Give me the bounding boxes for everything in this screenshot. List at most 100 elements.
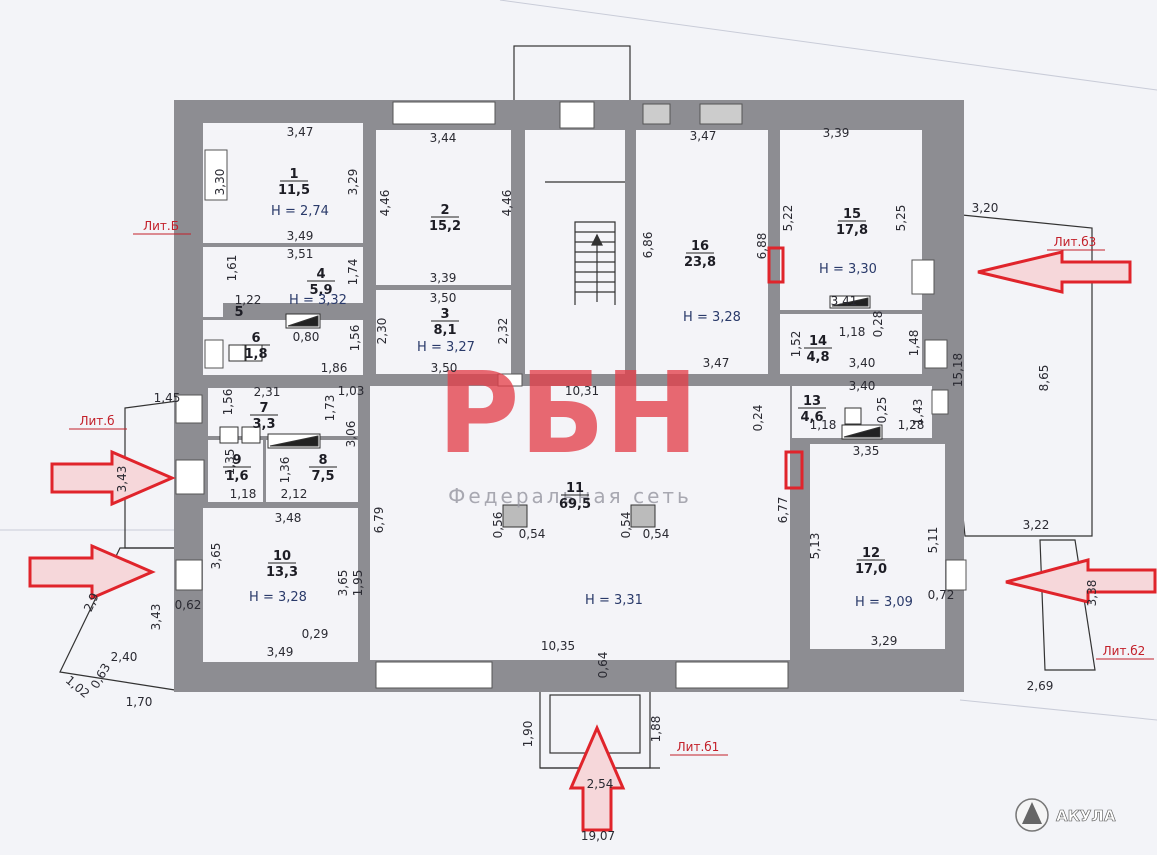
windows: [175, 101, 967, 689]
dimension-label: 2,12: [281, 487, 308, 501]
dimension-label: 2,30: [375, 318, 389, 345]
dimension-label: 4,46: [378, 190, 392, 217]
dimension-label: 3,50: [431, 361, 458, 375]
room-area: 23,8: [684, 255, 716, 270]
dimension-label: 1,86: [321, 361, 348, 375]
highlights: [767, 246, 804, 490]
dimension-label: 5,25: [894, 205, 908, 232]
dimension-label: 0,62: [175, 598, 202, 612]
dimension-label: 1,70: [126, 695, 153, 709]
room-number: 10: [273, 549, 291, 564]
dimension-label: 2,31: [254, 385, 281, 399]
dimension-label: 1,35: [223, 449, 237, 476]
dimension-label: 3,43: [115, 466, 129, 493]
dimension-label: 3,22: [1023, 518, 1050, 532]
dimension-label: 0,28: [871, 311, 885, 338]
dimension-label: 3,47: [287, 125, 314, 139]
dimension-label: 3,48: [275, 511, 302, 525]
wing-label: Лит.б1: [677, 740, 720, 754]
room-number: 15: [843, 207, 861, 222]
room-height: Н = 3,30: [819, 262, 877, 277]
room-number: 8: [318, 453, 327, 468]
dimension-label: 1,52: [789, 331, 803, 358]
arrow-up-south-icon: [568, 724, 626, 832]
fixtures: [219, 295, 883, 528]
dimension-label: 2,40: [111, 650, 138, 664]
room-area: 11,5: [278, 183, 310, 198]
wing-label: Лит.б: [79, 414, 114, 428]
dimension-label: 1,43: [911, 399, 925, 426]
dimension-label: 6,79: [372, 507, 386, 534]
wing-label: Лит.б3: [1054, 235, 1097, 249]
dimension-label: 6,88: [755, 233, 769, 260]
background-lines: [0, 0, 1157, 721]
dimension-label: 1,18: [810, 418, 837, 432]
room-area: 17,0: [855, 562, 887, 577]
wing-label: Лит.Б: [143, 219, 179, 233]
dimension-label: 3,35: [853, 444, 880, 458]
dimension-label: 3,38: [1085, 580, 1099, 607]
staircase: [545, 181, 625, 305]
dimension-label: 1,61: [225, 255, 239, 282]
wing-label: Лит.б2: [1103, 644, 1146, 658]
dimension-label: 3,30: [213, 169, 227, 196]
dimension-label: 0,64: [596, 652, 610, 679]
dimension-label: 2,69: [1027, 679, 1054, 693]
dimension-label: 1,74: [346, 259, 360, 286]
room-height: Н = 2,74: [271, 204, 329, 219]
dimension-label: 1,90: [521, 721, 535, 748]
dimension-label: 3,49: [287, 229, 314, 243]
room-height: Н = 3,28: [249, 590, 307, 605]
dimension-label: 3,47: [703, 356, 730, 370]
dimension-label: 0,29: [302, 627, 329, 641]
dimension-label: 1,36: [278, 457, 292, 484]
room-area: 4,8: [806, 350, 829, 365]
red-arrows: [28, 250, 1157, 832]
dimension-label: 3,44: [430, 131, 457, 145]
dimension-label: 3,20: [972, 201, 999, 215]
room-area: 1,6: [225, 469, 248, 484]
room-height: Н = 3,31: [585, 593, 643, 608]
dimension-label: 3,40: [849, 379, 876, 393]
dimension-label: 0,24: [751, 405, 765, 432]
dimension-label: 5,11: [926, 527, 940, 554]
rooms: [203, 123, 945, 662]
dimension-label: 1,18: [839, 325, 866, 339]
room-number: 12: [862, 546, 880, 561]
dimension-label: 5,22: [781, 205, 795, 232]
room-number: 16: [691, 239, 709, 254]
room-number: 14: [809, 334, 827, 349]
dimension-label: 3,65: [209, 543, 223, 570]
room-number: 6: [251, 331, 260, 346]
arrow-left-east-lower-icon: [1005, 558, 1157, 604]
dimension-label: 1,18: [230, 487, 257, 501]
arrow-left-east-upper-icon: [977, 250, 1132, 294]
room-area: 3,3: [252, 417, 275, 432]
dimension-label: 3,39: [823, 126, 850, 140]
room-height: Н = 3,32: [289, 293, 347, 308]
room-number: 1: [289, 167, 298, 182]
room-area: 8,1: [433, 323, 456, 338]
dimension-label: 1,48: [907, 330, 921, 357]
dimension-label: 1,95: [351, 570, 365, 597]
dimension-label: 0,72: [928, 588, 955, 602]
room-number: 9: [232, 453, 241, 468]
dimension-label: 3,49: [267, 645, 294, 659]
room-area: 69,5: [559, 497, 591, 512]
dimension-label: 1,28: [898, 418, 925, 432]
dimension-label: 15,18: [951, 353, 965, 387]
dimension-label: 1,45: [154, 391, 181, 405]
dimension-label: 3,40: [849, 356, 876, 370]
arrow-right-west-upper-icon: [50, 449, 176, 507]
dimension-label: 3,51: [287, 247, 314, 261]
dimension-label: 3,29: [871, 634, 898, 648]
dimension-label: 1,73: [323, 395, 337, 422]
room-area: 7,5: [311, 469, 334, 484]
room-number: 11: [566, 481, 584, 496]
room-number: 4: [316, 267, 325, 282]
watermark-logo: РБН: [437, 349, 698, 479]
dimension-label: 10,31: [565, 384, 599, 398]
